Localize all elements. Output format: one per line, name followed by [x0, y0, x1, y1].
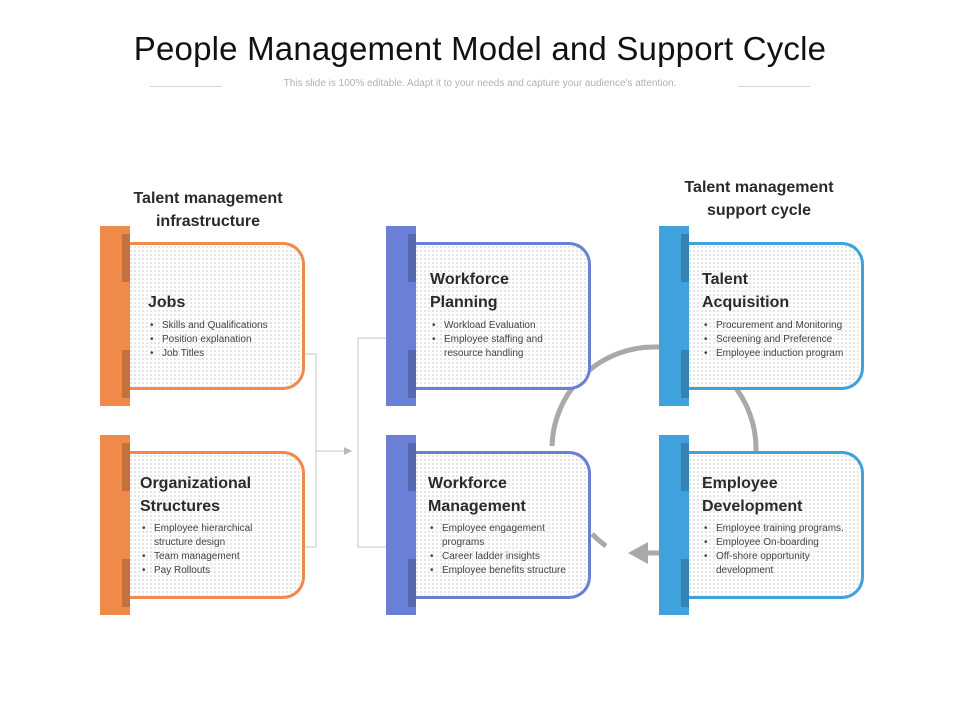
card-org-structures-title: Organizational Structures: [140, 475, 252, 515]
card-workforce-management-list: Employee engagement programs Career ladd…: [428, 522, 583, 578]
cycle-arc: [549, 344, 759, 453]
subtitle-divider-right: [738, 86, 810, 87]
card-employee-development-tab: [659, 435, 689, 615]
list-item: Workload Evaluation: [430, 319, 580, 333]
subtitle-row: This slide is 100% editable. Adapt it to…: [150, 78, 810, 96]
list-item: Procurement and Monitoring: [702, 319, 862, 333]
card-workforce-management-tab: [386, 435, 416, 615]
card-jobs-title: Jobs: [148, 294, 186, 311]
list-item: Employee induction program: [702, 347, 862, 361]
card-org-structures: Organizational Structures Employee hiera…: [129, 451, 305, 599]
list-item: Team management: [140, 550, 290, 564]
card-talent-acquisition-tab: [659, 226, 689, 406]
card-jobs-list: Skills and Qualifications Position expla…: [148, 319, 296, 361]
card-workforce-planning-tab: [386, 226, 416, 406]
list-item: Employee On-boarding: [702, 536, 860, 550]
page-title: People Management Model and Support Cycl…: [133, 30, 827, 67]
list-item: Employee benefits structure: [428, 564, 583, 578]
card-talent-acquisition-title: Talent Acquisition: [702, 271, 790, 311]
card-workforce-management-title: Workforce Management: [428, 475, 526, 515]
card-org-structures-list: Employee hierarchical structure design T…: [140, 522, 290, 578]
card-workforce-planning-list: Workload Evaluation Employee staffing an…: [430, 319, 580, 361]
list-item: Employee hierarchical structure design: [140, 522, 290, 550]
card-employee-development-title: Employee Development: [702, 475, 803, 515]
bracket-arrow-head: [344, 447, 352, 455]
card-workforce-management: Workforce Management Employee engagement…: [415, 451, 591, 599]
subtitle: This slide is 100% editable. Adapt it to…: [283, 78, 677, 89]
list-item: Position explanation: [148, 333, 296, 347]
middle-bracket-connector: [357, 337, 386, 548]
card-employee-development: Employee Development Employee training p…: [688, 451, 864, 599]
card-jobs-tab: [100, 226, 130, 406]
list-item: Career ladder insights: [428, 550, 583, 564]
heading-support-cycle: Talent management support cycle: [684, 179, 834, 219]
card-workforce-planning-title: Workforce Planning: [430, 271, 509, 311]
card-org-structures-tab: [100, 435, 130, 615]
list-item: Skills and Qualifications: [148, 319, 296, 333]
cycle-arrow-head: [628, 542, 648, 564]
subtitle-divider-left: [150, 86, 222, 87]
list-item: Screening and Preference: [702, 333, 862, 347]
list-item: Pay Rollouts: [140, 564, 290, 578]
list-item: Employee staffing and resource handling: [430, 333, 580, 361]
list-item: Employee engagement programs: [428, 522, 583, 550]
card-employee-development-list: Employee training programs. Employee On-…: [702, 522, 860, 578]
list-item: Employee training programs.: [702, 522, 860, 536]
heading-infrastructure: Talent management infrastructure: [133, 190, 283, 230]
card-jobs: Jobs Skills and Qualifications Position …: [129, 242, 305, 390]
card-workforce-planning: Workforce Planning Workload Evaluation E…: [415, 242, 591, 390]
cycle-arc-lower: [590, 532, 608, 549]
list-item: Off-shore opportunity development: [702, 550, 860, 578]
card-talent-acquisition: Talent Acquisition Procurement and Monit…: [688, 242, 864, 390]
list-item: Job Titles: [148, 347, 296, 361]
card-talent-acquisition-list: Procurement and Monitoring Screening and…: [702, 319, 862, 361]
left-bracket-connector: [304, 353, 317, 548]
